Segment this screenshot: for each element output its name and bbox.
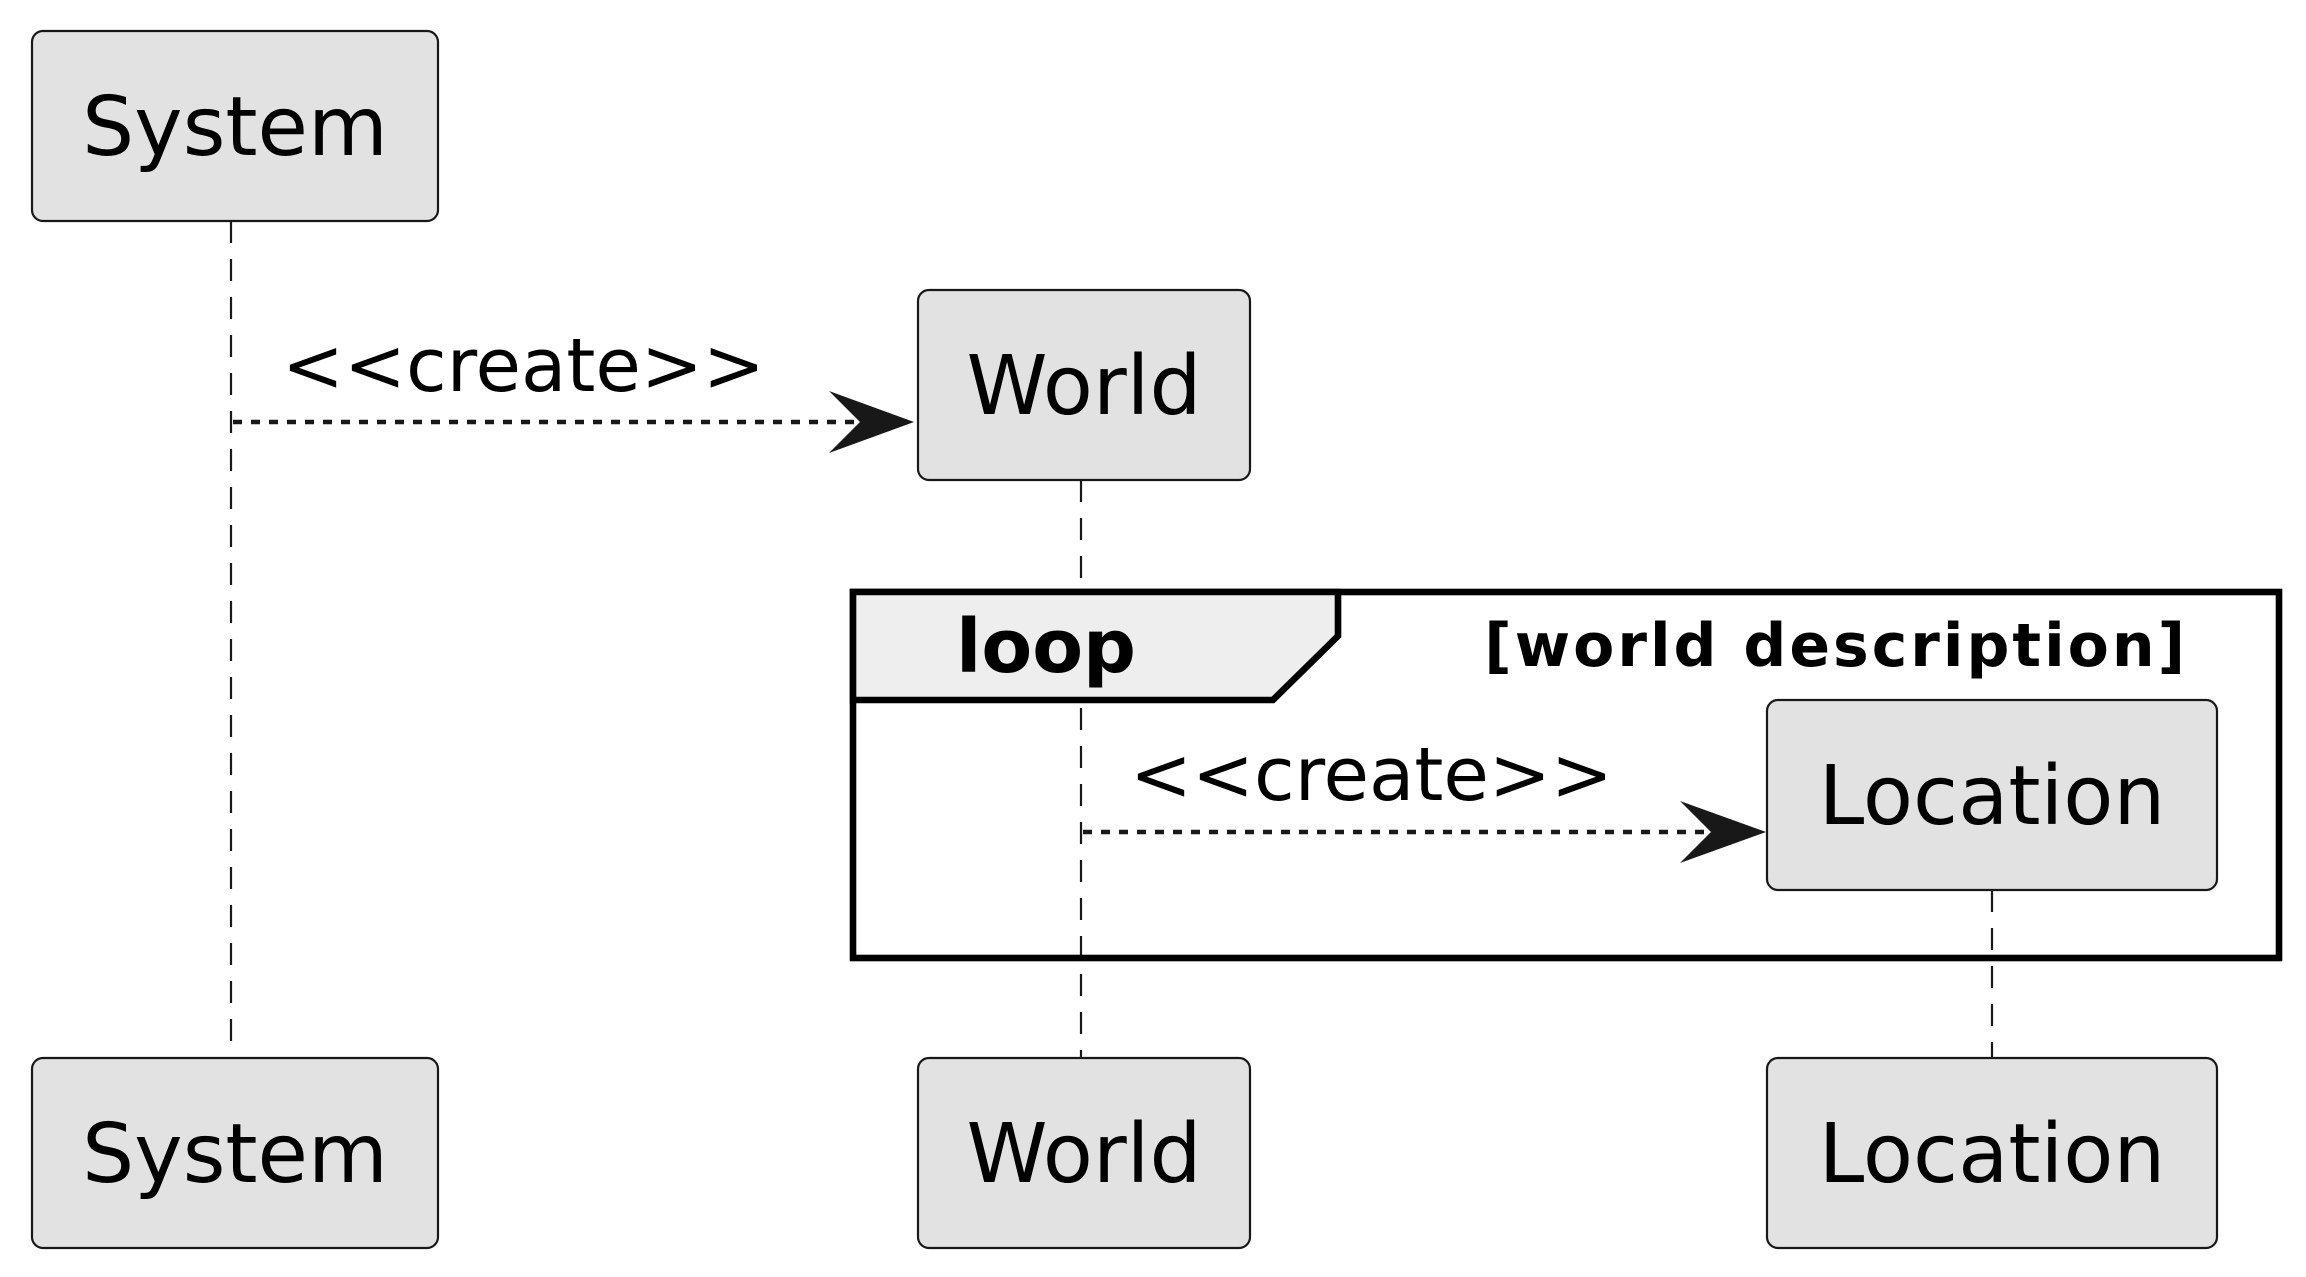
loop-guard: [world description] <box>1484 611 2188 681</box>
message-system-create-world: <<create>> <box>233 323 914 453</box>
participant-label: World <box>967 339 1202 434</box>
participant-location-bottom[interactable]: Location <box>1765 1056 2219 1250</box>
participant-world-bottom[interactable]: World <box>916 1056 1252 1250</box>
participant-system-top[interactable]: System <box>30 29 440 223</box>
participant-label: Location <box>1819 749 2166 844</box>
participant-box[interactable] <box>30 29 440 223</box>
participant-label: Location <box>1819 1107 2166 1202</box>
loop-keyword: loop <box>956 604 1136 690</box>
arrow-head-icon <box>1680 801 1766 863</box>
participant-world-top[interactable]: World <box>916 288 1252 482</box>
participant-label: System <box>82 1107 388 1202</box>
loop-fragment: loop [world description] <box>849 588 2283 962</box>
message-label: <<create>> <box>1130 732 1613 818</box>
participant-box[interactable] <box>1765 1056 2219 1250</box>
participant-system-bottom[interactable]: System <box>30 1056 440 1250</box>
message-label: <<create>> <box>282 323 765 409</box>
arrow-head-icon <box>829 391 914 453</box>
loop-fragment-tab <box>849 588 1342 704</box>
participant-box[interactable] <box>916 1056 1252 1250</box>
lifelines <box>229 221 1994 1058</box>
participant-location-top[interactable]: Location <box>1765 698 2219 892</box>
message-world-create-location: <<create>> <box>1083 732 1766 863</box>
loop-fragment-frame <box>849 588 2283 962</box>
participant-box[interactable] <box>916 288 1252 482</box>
participant-box[interactable] <box>1765 698 2219 892</box>
participant-label: System <box>82 80 388 175</box>
participant-box[interactable] <box>30 1056 440 1250</box>
participant-label: World <box>967 1107 1202 1202</box>
